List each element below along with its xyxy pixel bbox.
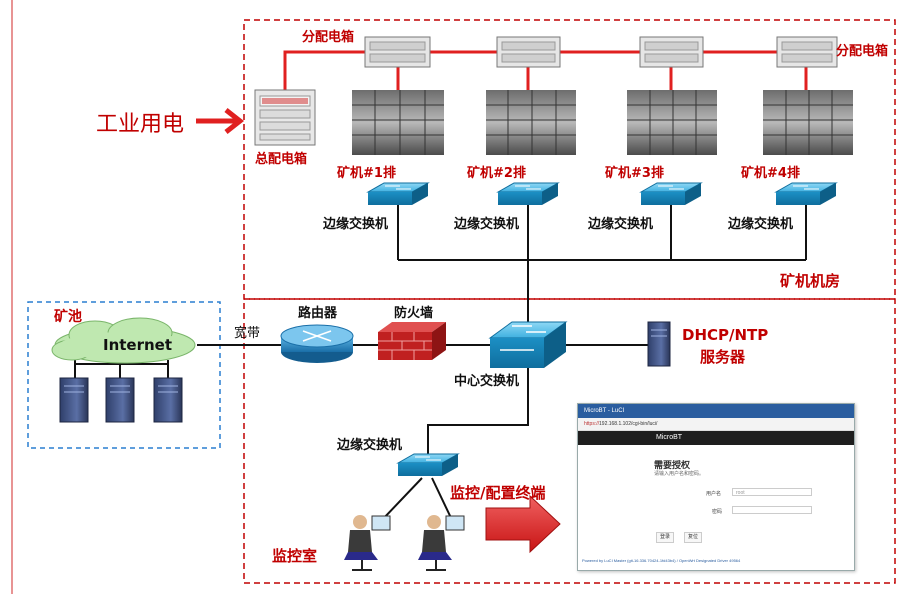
- operator-1-icon: [344, 515, 391, 571]
- main-distribution-box-icon: [254, 89, 316, 146]
- browser-url-bar[interactable]: https://192.168.1.102/cgi-bin/luci/: [578, 418, 854, 431]
- miner-row-1-label: 矿机#1排: [337, 166, 396, 181]
- internet-label: Internet: [103, 336, 173, 354]
- edge-switch-1-label: 边缘交换机: [323, 217, 389, 232]
- login-button[interactable]: 登录: [656, 532, 675, 543]
- edge-switch-4-icon: [774, 182, 838, 205]
- core-switch-label: 中心交换机: [454, 374, 520, 389]
- miner-row-3-label: 矿机#3排: [605, 166, 664, 181]
- firewall-label: 防火墙: [394, 306, 434, 321]
- auth-title: 需要授权: [654, 460, 691, 470]
- url-scheme: https://: [584, 421, 600, 427]
- pool-server-2-icon: [105, 377, 135, 423]
- username-label: 用户名: [706, 491, 722, 497]
- mining-room-label: 矿机机房: [780, 272, 841, 290]
- firewall-icon: [378, 322, 446, 360]
- miner-row-4-label: 矿机#4排: [741, 166, 800, 181]
- luci-header: MicroBT: [578, 431, 854, 445]
- power-lines: [283, 50, 808, 90]
- auth-subtitle: 请输入用户名和密码。: [654, 471, 705, 477]
- distribution-box-3-icon: [639, 36, 704, 68]
- edge-switch-4-label: 边缘交换机: [728, 217, 794, 232]
- password-input[interactable]: [732, 506, 812, 514]
- url-rest: 192.168.1.102/cgi-bin/luci/: [599, 421, 658, 427]
- browser-tab[interactable]: MicroBT - LuCI: [578, 404, 854, 418]
- broadband-label: 宽带: [234, 326, 261, 341]
- edge-switch-3-label: 边缘交换机: [588, 217, 654, 232]
- distribution-box-1-icon: [364, 36, 431, 68]
- terminal-label: 监控/配置终端: [450, 484, 546, 502]
- main-dist-box-label: 总配电箱: [255, 152, 308, 167]
- pool-label: 矿池: [54, 309, 82, 325]
- dist-box-left-label: 分配电箱: [302, 30, 355, 45]
- industrial-power-label: 工业用电: [96, 112, 185, 137]
- dist-box-right-label: 分配电箱: [836, 44, 889, 59]
- network-lines: [74, 205, 807, 521]
- pool-server-1-icon: [59, 377, 89, 423]
- monitor-edge-switch-icon: [396, 453, 460, 476]
- monitor-room-label: 监控室: [272, 547, 318, 565]
- router-icon: [280, 324, 354, 363]
- pool-zone: [27, 301, 221, 449]
- edge-switch-3-icon: [639, 182, 703, 205]
- login-browser-window: MicroBT - LuCI https://192.168.1.102/cgi…: [577, 403, 855, 571]
- power-arrow-icon: [196, 108, 245, 134]
- terminal-arrow-icon: [485, 494, 561, 554]
- password-label: 密码: [712, 509, 723, 515]
- dhcp-label-line2: 服务器: [700, 348, 746, 366]
- miner-rack-2-icon: [486, 90, 576, 155]
- distribution-box-2-icon: [496, 36, 561, 68]
- miner-rack-3-icon: [627, 90, 717, 155]
- monitor-edge-switch-label: 边缘交换机: [337, 438, 403, 453]
- reset-button[interactable]: 复位: [684, 532, 703, 543]
- edge-switch-2-icon: [496, 182, 560, 205]
- dhcp-label-line1: DHCP/NTP: [682, 326, 769, 344]
- internet-cloud-icon: [51, 317, 196, 364]
- luci-footer: Powered by LuCI Master (git-16.336.70424…: [582, 558, 741, 563]
- username-input[interactable]: root: [732, 488, 812, 496]
- miner-row-2-label: 矿机#2排: [467, 166, 526, 181]
- miner-rack-1-icon: [352, 90, 444, 155]
- pool-server-3-icon: [153, 377, 183, 423]
- distribution-box-4-icon: [776, 36, 838, 68]
- edge-switch-2-label: 边缘交换机: [454, 217, 520, 232]
- monitor-room-zone: [243, 298, 896, 584]
- operator-2-icon: [418, 515, 465, 571]
- edge-switch-1-icon: [366, 182, 430, 205]
- dhcp-server-icon: [647, 321, 671, 367]
- router-label: 路由器: [298, 306, 338, 321]
- core-switch-icon: [488, 321, 568, 368]
- miner-rack-4-icon: [763, 90, 853, 155]
